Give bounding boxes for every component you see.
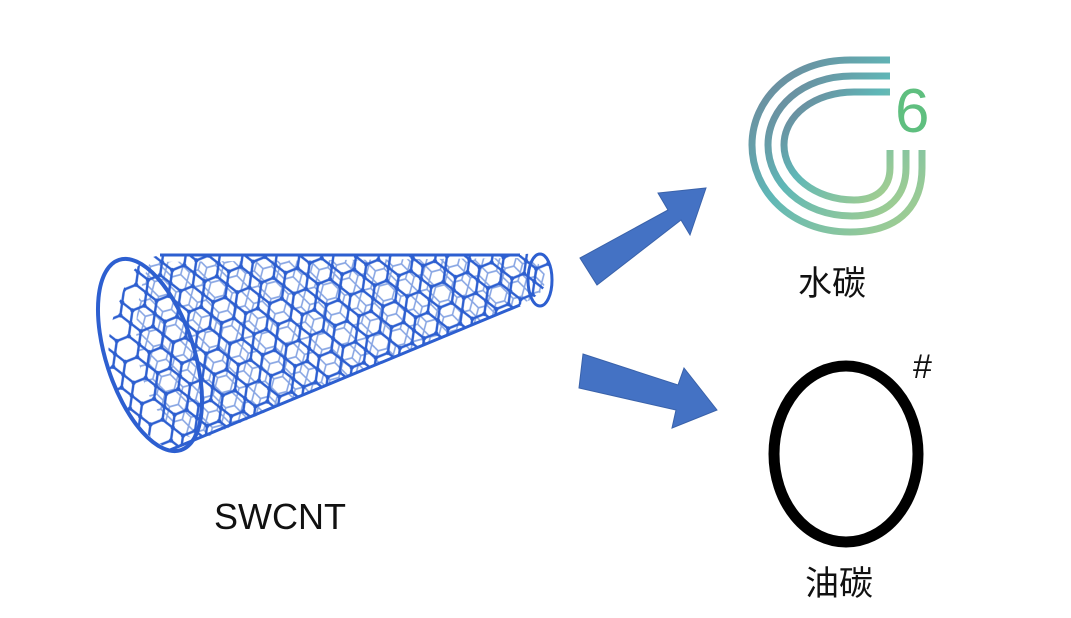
- o-hash-logo-icon: [768, 360, 924, 548]
- hash-symbol: #: [913, 348, 932, 386]
- arrow-to-oil-carbon: [578, 353, 718, 429]
- water-carbon-label: 水碳: [798, 264, 866, 304]
- svg-text:6: 6: [895, 77, 929, 146]
- swcnt-label: SWCNT: [214, 496, 346, 537]
- arrow-to-water-carbon: [579, 187, 707, 286]
- oil-carbon-label: 油碳: [805, 564, 873, 604]
